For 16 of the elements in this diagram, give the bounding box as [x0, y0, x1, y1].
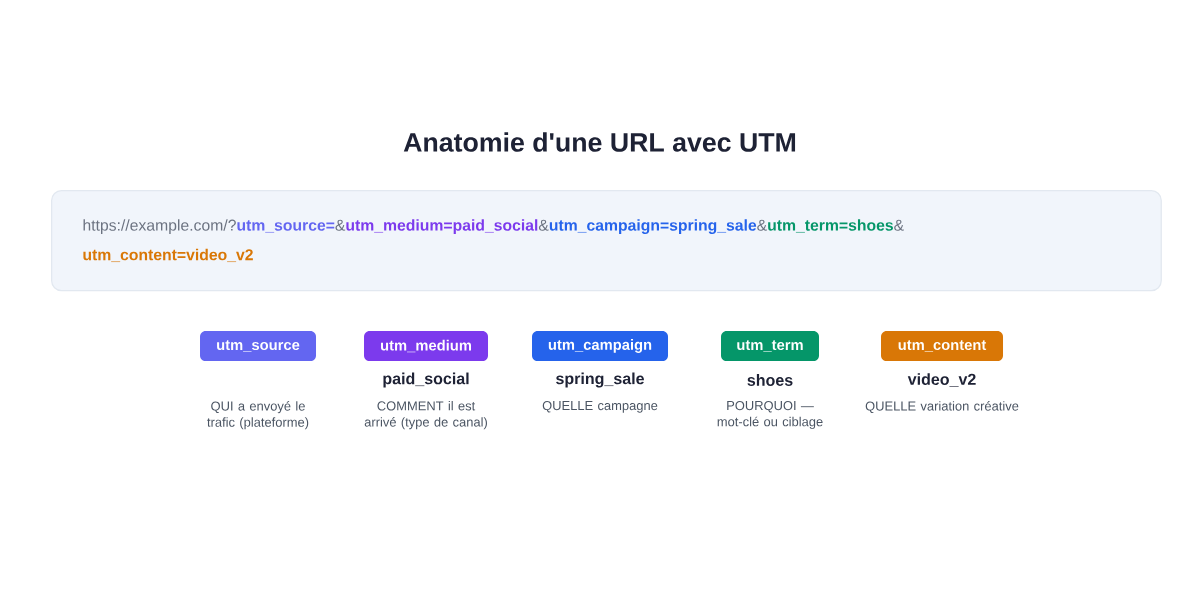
tag-badge: utm_source	[200, 331, 316, 361]
description: COMMENT il est arrivé (type de canal)	[364, 400, 487, 430]
value-label: spring_sale	[556, 372, 644, 388]
description: QUELLE variation créative	[865, 400, 1019, 413]
description: QUELLE campagne	[542, 400, 658, 413]
title: Anatomie d'une URL avec UTM	[403, 132, 796, 152]
value-label: video_v2	[907, 373, 976, 387]
description: POURQUOI — mot-clé ou ciblage	[717, 400, 823, 429]
tag-badge: utm_campaign	[532, 331, 668, 361]
tag-badge: utm_content	[881, 331, 1003, 361]
url-box: https://example.com/?utm_source=&utm_medium=paid_social&utm_campaign=spring_sale&utm_term=shoes& utm_content=video_v2	[51, 190, 1162, 292]
value-label: paid_social	[383, 372, 469, 388]
value-label: shoes	[747, 374, 793, 386]
tag-badge: utm_medium	[364, 331, 488, 361]
description: QUI a envoyé le trafic (plateforme)	[207, 400, 309, 430]
tag-badge: utm_term	[721, 331, 819, 361]
